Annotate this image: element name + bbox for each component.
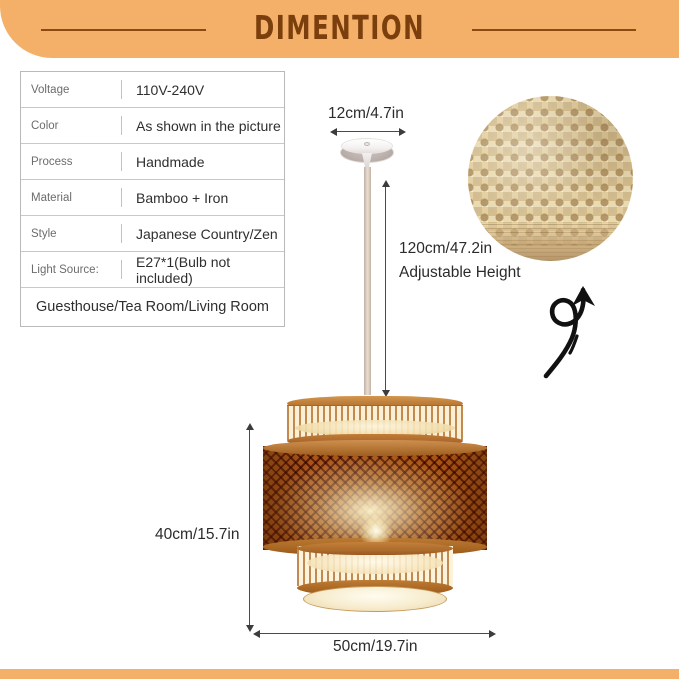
canopy-width-label: 12cm/4.7in [328,105,404,122]
table-row-merged: Guesthouse/Tea Room/Living Room [21,288,284,326]
header-banner: DIMENTION [0,0,679,58]
curly-arrow-up-icon [522,272,630,380]
spec-value: 110V-240V [136,81,205,98]
header-rule-left [41,29,206,31]
spec-key: Voltage [31,83,70,96]
spec-key: Style [31,227,57,240]
drum-shadow-left [263,446,309,550]
cell-divider [121,224,122,243]
cell-divider [121,260,122,279]
spec-value: As shown in the picture [136,117,281,134]
spec-key: Process [31,155,73,168]
shade-tier-bottom [297,542,453,616]
rattan-weave-closeup [468,96,633,261]
table-row: Process Handmade [21,144,284,180]
spec-key: Light Source: [31,263,99,276]
cord-length-arrow-down [382,390,390,397]
page-title: DIMENTION [253,8,426,47]
cell-divider [121,116,122,135]
tier-middle-rim-upper [263,440,487,456]
shade-width-label: 50cm/19.7in [333,638,418,655]
footer-bar [0,669,679,679]
shade-width-arrow-right [489,630,496,638]
canopy-width-arrow-right [399,128,406,136]
spec-key: Material [31,191,72,204]
drum-shadow-right [441,446,487,550]
cord-length-note: Adjustable Height [399,264,521,281]
rattan-edge-shading [468,223,633,261]
canopy-cone [362,153,372,167]
shade-tier-middle [263,440,487,556]
shade-height-dim-line [249,429,250,627]
rattan-sphere-shading [468,96,633,261]
header-rule-right [472,29,636,31]
cell-divider [121,80,122,99]
canopy-top-plate [341,138,393,154]
table-row: Material Bamboo + Iron [21,180,284,216]
usage-scenarios: Guesthouse/Tea Room/Living Room [36,299,269,315]
spec-value: Handmade [136,153,205,170]
cell-divider [121,188,122,207]
specification-table: Voltage 110V-240V Color As shown in the … [20,71,285,327]
canopy-width-arrow-left [330,128,337,136]
rattan-weave-highlights [468,96,633,246]
cord-length-arrow-up [382,180,390,187]
lamp-shade [263,392,487,632]
spec-value: Bamboo + Iron [136,189,229,206]
table-row: Style Japanese Country/Zen [21,216,284,252]
spec-value: E27*1(Bulb not included) [136,253,231,286]
shade-height-arrow-down [246,625,254,632]
spec-key: Color [31,119,59,132]
shade-height-label: 40cm/15.7in [155,526,240,543]
ceiling-canopy [340,138,394,178]
shade-width-dim-line [259,633,490,634]
spec-value: Japanese Country/Zen [136,225,278,242]
canopy-screw [364,142,370,146]
shade-width-arrow-left [253,630,260,638]
cell-divider [121,152,122,171]
cord-length-dim-line [385,186,386,392]
table-row: Voltage 110V-240V [21,72,284,108]
tier-bottom-inner-glow [307,552,443,574]
shade-base-diffuser [303,586,447,612]
tier-bottom-rim-upper [297,542,453,555]
tier-top-inner-glow [295,420,455,436]
table-row: Light Source: E27*1(Bulb not included) [21,252,284,288]
canopy-width-dim-line [336,131,400,132]
table-row: Color As shown in the picture [21,108,284,144]
suspension-rod [364,167,371,395]
shade-height-arrow-up [246,423,254,430]
